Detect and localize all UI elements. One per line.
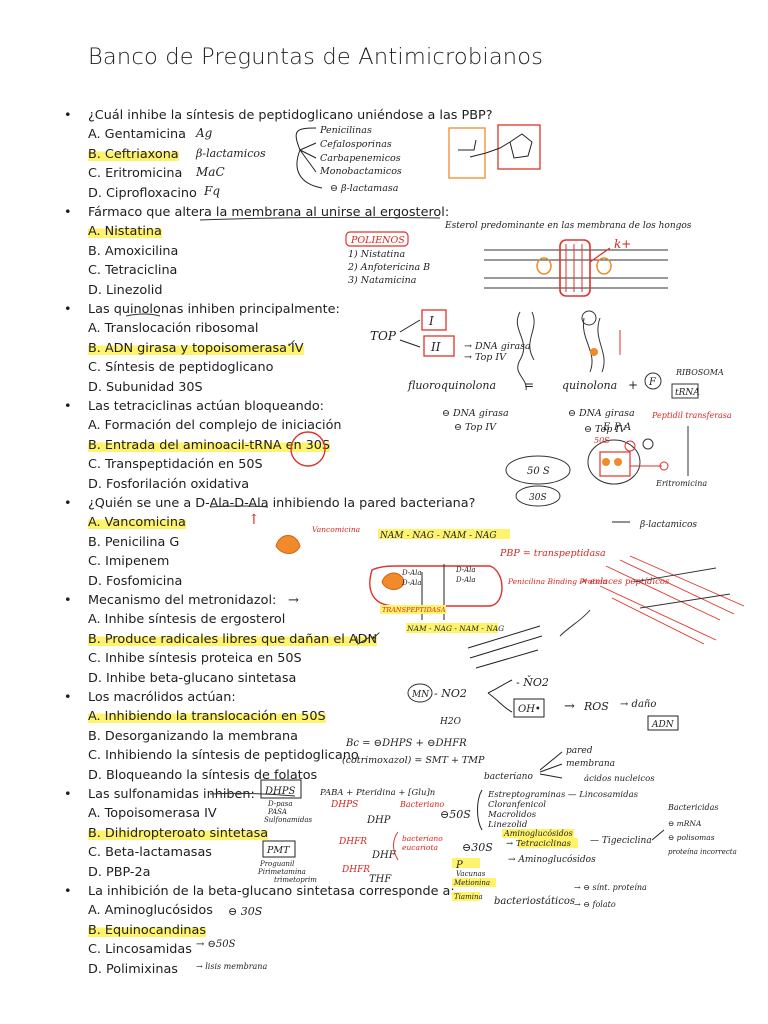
option-b: B. Dihidropteroato sintetasa (68, 824, 269, 843)
question-stem: La inhibición de la beta-glucano sinteta… (88, 884, 455, 899)
answer-highlight: B. ADN girasa y topoisomerasa IV (88, 340, 304, 356)
question-9: La inhibición de la beta-glucano sinteta… (64, 882, 455, 979)
answer-highlight: B. Entrada del aminoacil-tRNA en 30S (88, 437, 331, 453)
option-c: C. Eritromicina (88, 166, 183, 182)
option-c: C. Inhibiendo la síntesis de peptidoglic… (88, 748, 359, 764)
question-6: Mecanismo del metronidazol: A. Inhibe sí… (64, 591, 378, 688)
question-2: Fármaco que altera la membrana al unirse… (64, 203, 450, 300)
answer-highlight: A. Nistatina (88, 224, 162, 240)
answer-highlight: A. Inhibiendo la translocación en 50S (88, 709, 326, 725)
question-stem: Fármaco que altera la membrana al unirse… (88, 205, 450, 220)
option-a: A. Inhibe síntesis de ergosterol (88, 612, 286, 628)
question-4: Las tetraciclinas actúan bloqueando: A. … (64, 397, 342, 494)
option-b: B. Produce radicales libres que dañan el… (68, 630, 378, 649)
option-d: D. Fosfomicina (88, 573, 183, 589)
option-b: B. Penicilina G (88, 534, 180, 550)
answer-highlight: B. Equinocandinas (88, 922, 207, 938)
option-c: C. Transpeptidación en 50S (88, 457, 263, 473)
option-d: D. Ciprofloxacino (88, 185, 197, 201)
option-c: C. Síntesis de peptidoglicano (88, 360, 274, 376)
option-a: A. Gentamicina (88, 127, 186, 143)
page-title: Banco de Preguntas de Antimicrobianos (88, 44, 544, 70)
question-stem: Mecanismo del metronidazol: (88, 593, 277, 608)
question-5: ¿Quién se une a D-Ala-D-Ala inhibiendo l… (64, 494, 476, 591)
option-a: A. Vancomicina (68, 513, 475, 532)
option-c: C. Tetraciclina (88, 263, 178, 279)
option-a: A. Nistatina (68, 222, 449, 241)
option-b: B. Entrada del aminoacil-tRNA en 30S (68, 436, 342, 455)
question-7: Los macrólidos actúan: A. Inhibiendo la … (64, 688, 359, 785)
option-a: A. Translocación ribosomal (88, 321, 259, 337)
option-b: B. Equinocandinas (68, 921, 455, 940)
answer-highlight: A. Vancomicina (88, 515, 186, 531)
option-c: C. Inhibe síntesis proteica en 50S (88, 651, 302, 667)
answer-highlight: B. Ceftriaxona (88, 146, 179, 162)
option-a: A. Aminoglucósidos (88, 903, 213, 919)
option-b: B. Desorganizando la membrana (88, 728, 298, 744)
option-b: B. ADN girasa y topoisomerasa IV (68, 339, 340, 358)
question-stem: Las sulfonamidas inhiben: (88, 787, 255, 802)
question-stem: ¿Cuál inhibe la síntesis de peptidoglica… (88, 108, 493, 123)
question-stem: Las quinolonas inhiben principalmente: (88, 302, 340, 317)
option-a: A. Formación del complejo de iniciación (88, 418, 342, 434)
question-8: Las sulfonamidas inhiben: A. Topoisomera… (64, 785, 269, 882)
option-c: C. Lincosamidas (88, 942, 192, 958)
option-c: C. Beta-lactamasas (88, 845, 212, 861)
option-d: D. Linezolid (88, 282, 163, 298)
question-3: Las quinolonas inhiben principalmente: A… (64, 300, 340, 397)
option-a: A. Topoisomerasa IV (88, 806, 217, 822)
question-1: ¿Cuál inhibe la síntesis de peptidoglica… (64, 106, 493, 203)
option-b: B. Ceftriaxona (68, 145, 493, 164)
option-d: D. Fosforilación oxidativa (88, 476, 250, 492)
option-d: D. Polimixinas (88, 961, 178, 977)
option-d: D. Subunidad 30S (88, 379, 203, 395)
question-stem: ¿Quién se une a D-Ala-D-Ala inhibiendo l… (88, 496, 476, 511)
option-d: D. Inhibe beta-glucano sintetasa (88, 670, 297, 686)
option-a: A. Inhibiendo la translocación en 50S (68, 707, 359, 726)
option-d: D. PBP-2a (88, 864, 151, 880)
option-b: B. Amoxicilina (88, 243, 179, 259)
answer-highlight: B. Dihidropteroato sintetasa (88, 825, 269, 841)
answer-highlight: B. Produce radicales libres que dañan el… (88, 631, 378, 647)
question-stem: Las tetraciclinas actúan bloqueando: (88, 399, 324, 414)
option-d: D. Bloqueando la síntesis de folatos (88, 767, 318, 783)
question-stem: Los macrólidos actúan: (88, 690, 236, 705)
option-c: C. Imipenem (88, 554, 170, 570)
